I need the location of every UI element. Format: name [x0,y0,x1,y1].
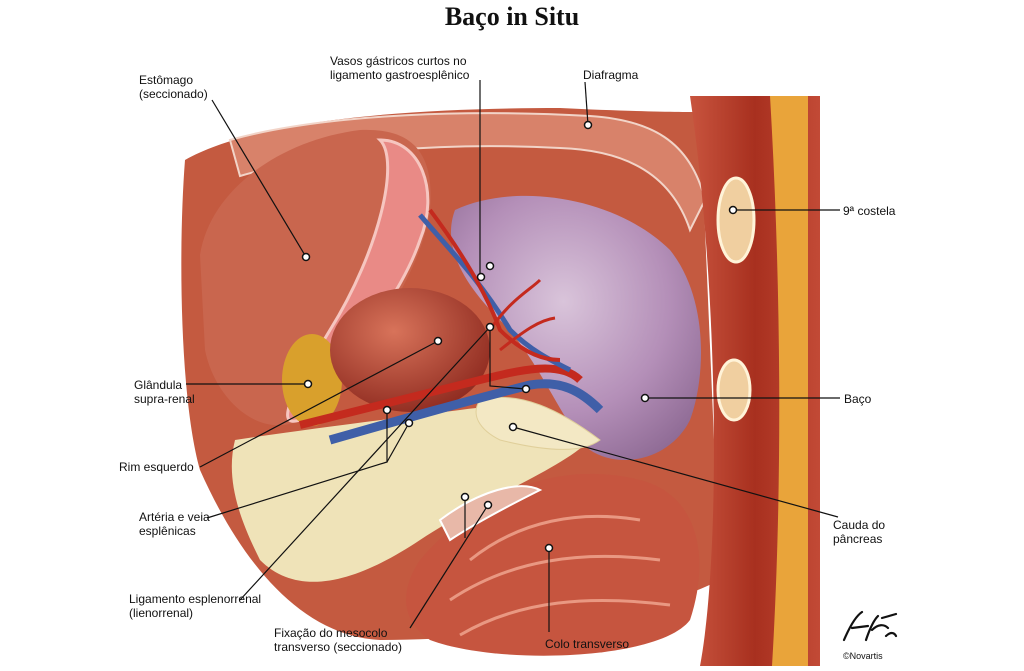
netter-signature-logo [842,610,898,642]
label-glandula: Glândula supra-renal [134,378,195,406]
splenic-vein [328,379,604,445]
kidney-shape [330,288,490,412]
short-gastric-vessels [418,208,572,373]
stomach-shape [200,129,431,426]
pancreas-tail [475,396,601,450]
label-diafragma: Diafragma [583,68,639,82]
label-cauda-pancreas: Cauda do pâncreas [833,518,886,546]
label-ligamento: Ligamento esplenorrenal (lienorrenal) [129,592,262,620]
colon-haustra [449,514,671,637]
label-rim: Rim esquerdo [119,460,194,474]
fat-region [231,407,590,582]
label-costela: 9ª costela [843,204,896,218]
spleen-shape [451,195,702,460]
splenic-artery [299,364,583,429]
copyright-text: ©Novartis [843,651,883,661]
page-title: Baço in Situ [444,2,580,31]
adrenal-shape [282,334,342,426]
label-arteria-veia: Artéria e veia esplênicas [139,510,210,538]
label-baco: Baço [844,392,872,406]
label-colo: Colo transverso [545,637,630,651]
leader-lines [186,80,840,632]
pointer-dots [301,120,738,553]
rib-9-shape [716,176,756,264]
rib-10-shape [716,358,752,422]
rib-fat-band [770,96,808,666]
label-vasos-gastricos: Vasos gástricos curtos no ligamento gast… [330,54,470,82]
label-fixacao: Fixação do mesocolo transverso (secciona… [274,626,403,654]
label-estomago: Estômago (seccionado) [139,73,208,101]
